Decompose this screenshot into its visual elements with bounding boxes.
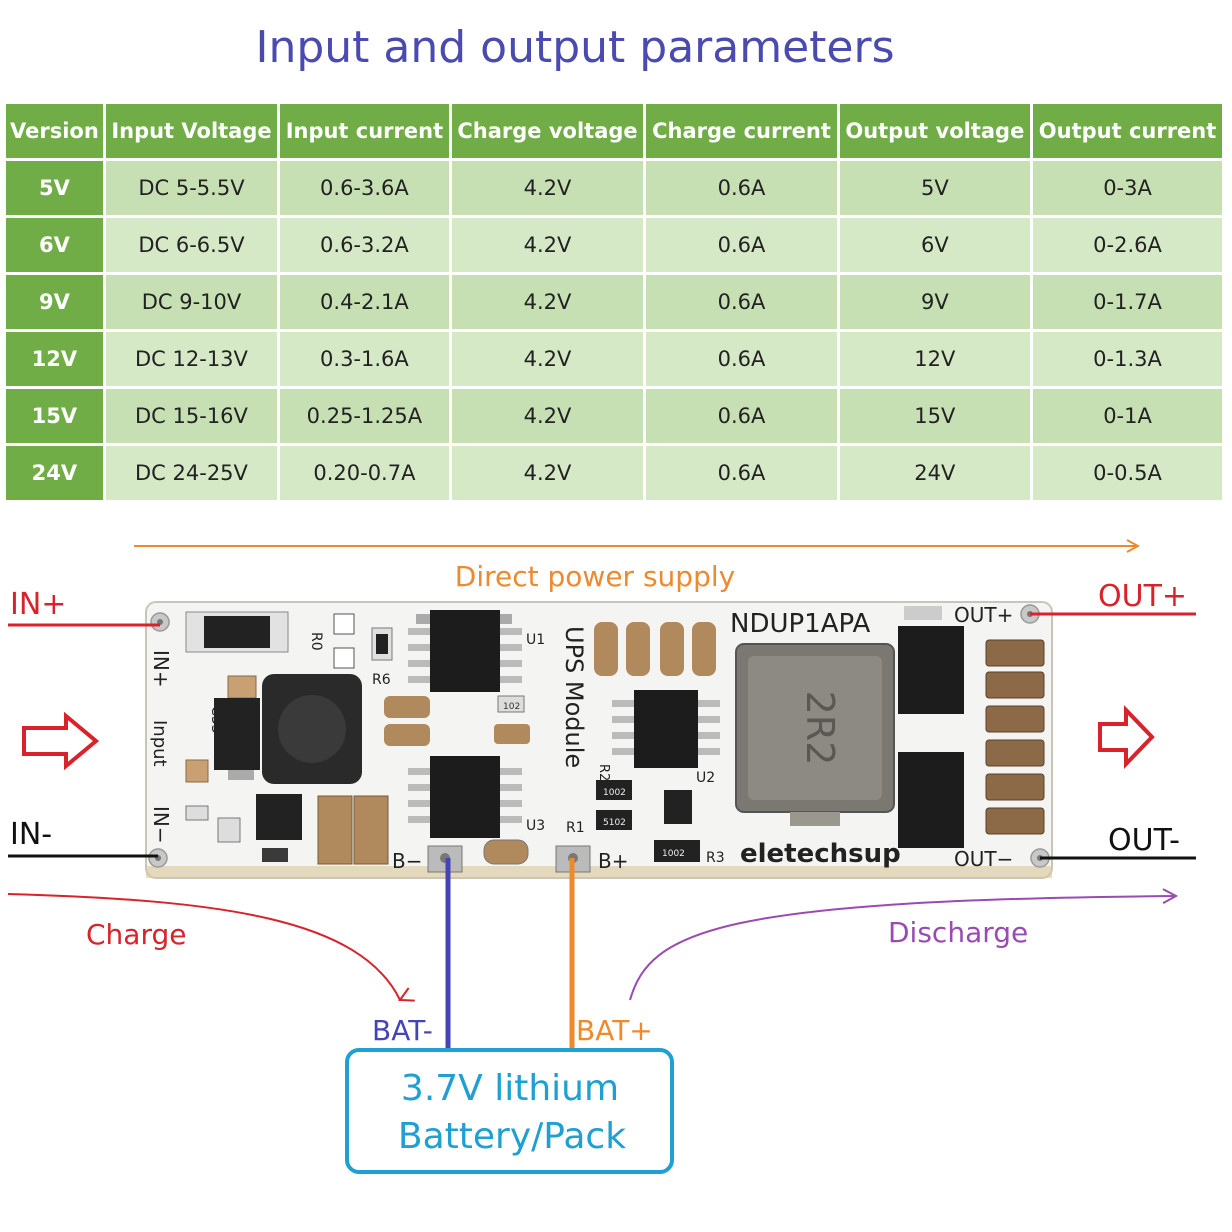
version-cell: 15V [6,389,103,443]
table-row: 9V DC 9-10V 0.4-2.1A 4.2V 0.6A 9V 0-1.7A [6,275,1222,329]
code-1002-b: 1002 [662,849,685,859]
out-minus-label: OUT- [1108,823,1180,858]
table-row: 5V DC 5-5.5V 0.6-3.6A 4.2V 0.6A 5V 0-3A [6,161,1222,215]
table-cell: 6V [839,218,1031,272]
table-cell: 0-1A [1033,389,1222,443]
table-cell: 0-1.3A [1033,332,1222,386]
table-cell: 4.2V [451,275,644,329]
table-cell: 0.3-1.6A [280,332,449,386]
table-cell: 0.6A [646,161,837,215]
column-header: Charge voltage [451,104,644,158]
table-cell: 0.6A [646,218,837,272]
table-cell: DC 15-16V [105,389,278,443]
table-cell: 0.6A [646,389,837,443]
output-arrow-icon [1098,705,1155,769]
table-cell: 0.6A [646,446,837,500]
pcb-ups-module: UPS Module [560,626,588,768]
column-header: Output current [1033,104,1222,158]
parameters-table: Version Input Voltage Input current Char… [3,101,1225,503]
table-row: 15V DC 15-16V 0.25-1.25A 4.2V 0.6A 15V 0… [6,389,1222,443]
table-cell: 0-3A [1033,161,1222,215]
ref-u2: U2 [696,770,715,786]
code-102: 102 [503,702,520,712]
ref-u3: U3 [526,818,545,834]
version-cell: 24V [6,446,103,500]
table-header-row: Version Input Voltage Input current Char… [6,104,1222,158]
battery-box [345,1048,674,1174]
pcb-brand-text: eletechsup [740,839,901,869]
code-1002-a: 1002 [603,788,626,798]
table-cell: 4.2V [451,218,644,272]
table-cell: 4.2V [451,332,644,386]
table-cell: 15V [839,389,1031,443]
table-cell: 0.6A [646,332,837,386]
charge-arrow [7,893,400,1000]
ref-r3: R3 [706,850,725,866]
table-cell: DC 24-25V [105,446,278,500]
bat-minus-label: BAT- [372,1014,433,1047]
version-cell: 6V [6,218,103,272]
column-header: Input current [280,104,449,158]
table-cell: 12V [839,332,1031,386]
table-cell: 4.2V [451,446,644,500]
code-5102: 5102 [603,818,626,828]
table-cell: 0.20-0.7A [280,446,449,500]
pcb-in-plus-text: IN+ [149,650,173,688]
discharge-arrow [629,896,1176,1001]
table-cell: 4.2V [451,389,644,443]
pcb-out-minus-text: OUT− [954,847,1013,871]
ref-r6: R6 [372,672,391,688]
table-cell: 0-1.7A [1033,275,1222,329]
table-cell: DC 6-6.5V [105,218,278,272]
table-cell: 0.25-1.25A [280,389,449,443]
inductor-marking: 2R2 [798,691,842,766]
table-cell: 4.2V [451,161,644,215]
table-row: 24V DC 24-25V 0.20-0.7A 4.2V 0.6A 24V 0-… [6,446,1222,500]
version-cell: 9V [6,275,103,329]
table-cell: 0.4-2.1A [280,275,449,329]
ref-r0: R0 [308,632,324,651]
table-cell: 0.6A [646,275,837,329]
discharge-label: Discharge [888,916,1028,949]
pcb-model-text: NDUP1APA [730,609,871,639]
table-cell: 0.6-3.6A [280,161,449,215]
battery-line2: Battery/Pack [398,1116,626,1157]
table-row: 12V DC 12-13V 0.3-1.6A 4.2V 0.6A 12V 0-1… [6,332,1222,386]
column-header: Charge current [646,104,837,158]
table-cell: 0-0.5A [1033,446,1222,500]
pcb-in-minus-text: IN− [149,806,173,844]
wiring-diagram: Direct power supply IN+ Input IN− R0 R6 … [7,520,1196,1174]
input-arrow-icon [22,711,100,771]
table-cell: 0.6-3.2A [280,218,449,272]
ref-r1: R1 [566,820,585,836]
out-plus-label: OUT+ [1098,579,1187,614]
table-cell: 0-2.6A [1033,218,1222,272]
table-row: 6V DC 6-6.5V 0.6-3.2A 4.2V 0.6A 6V 0-2.6… [6,218,1222,272]
bat-plus-label: BAT+ [576,1014,653,1047]
charge-label: Charge [86,918,186,951]
page-title: Input and output parameters [255,22,895,73]
ref-r2: R2 [596,764,611,781]
column-header: Output voltage [839,104,1031,158]
column-header: Input Voltage [105,104,278,158]
direct-supply-label: Direct power supply [455,560,735,593]
pcb-out-plus-text: OUT+ [954,603,1013,627]
table-cell: DC 5-5.5V [105,161,278,215]
version-cell: 12V [6,332,103,386]
battery-line1: 3.7V lithium [401,1068,619,1109]
version-cell: 5V [6,161,103,215]
table-cell: DC 9-10V [105,275,278,329]
in-minus-label: IN- [10,817,52,852]
pcb-b-plus: B+ [598,849,628,873]
table-cell: 5V [839,161,1031,215]
ref-u1: U1 [526,632,545,648]
in-plus-label: IN+ [10,587,66,622]
pcb-input-text: Input [149,720,170,767]
ups-module-board: IN+ Input IN− R0 R6 C33 [145,601,1053,879]
column-header: Version [6,104,103,158]
table-cell: DC 12-13V [105,332,278,386]
table-cell: 24V [839,446,1031,500]
pcb-b-minus: B− [392,849,422,873]
table-cell: 9V [839,275,1031,329]
